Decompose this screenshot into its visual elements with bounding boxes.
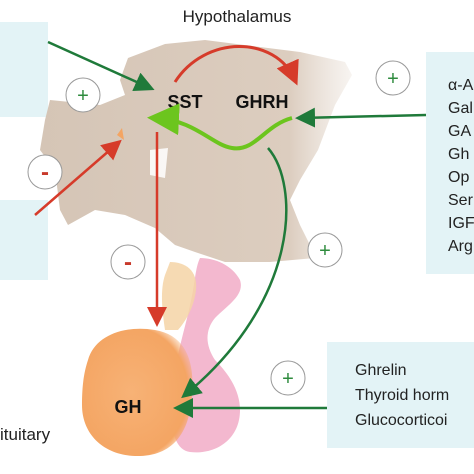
hypothalamus-shape <box>40 40 352 262</box>
plus-sign-left: + <box>65 77 101 113</box>
right-stimulus-to-ghrh-arrow <box>295 107 427 128</box>
right-item: Op <box>448 169 469 186</box>
left-inhibition-arrow <box>34 139 122 216</box>
notch <box>150 148 168 178</box>
bottom-item: Thyroid horm <box>355 387 449 404</box>
ghrh-sst-stimulation-arrow <box>147 103 293 151</box>
plus-sign-middle: + <box>307 232 343 268</box>
gh-label: GH <box>115 397 142 417</box>
right-item: Arg <box>448 238 473 255</box>
plus-symbol: + <box>387 68 399 90</box>
pituitary-anterior-lobe <box>82 328 193 457</box>
right-item: Gal <box>448 100 473 117</box>
bottom-stimulator-list: Ghrelin Thyroid horm Glucocorticoi <box>355 362 449 429</box>
plus-symbol: + <box>319 240 331 262</box>
bottom-stimulator-box <box>327 342 474 448</box>
right-item: GA <box>448 123 471 140</box>
right-item: α-A <box>448 77 474 94</box>
plus-symbol: + <box>282 368 294 390</box>
sst-label: SST <box>167 92 202 112</box>
left-top-box <box>0 22 48 117</box>
plus-sign-bottom: + <box>270 360 306 396</box>
hypothalamus-title: Hypothalamus <box>183 7 292 26</box>
right-item: Gh <box>448 146 469 163</box>
pituitary-label: ituitary <box>0 425 51 444</box>
left-stimulus-to-sst-arrow <box>47 40 155 91</box>
minus-sign-middle: - <box>110 244 146 280</box>
right-item: IGF <box>448 215 474 232</box>
right-item: Ser <box>448 192 474 209</box>
minus-symbol: - <box>124 249 132 276</box>
plus-symbol: + <box>77 85 89 107</box>
plus-sign-right: + <box>375 60 411 96</box>
pituitary-stalk <box>161 262 197 330</box>
ghrh-to-sst-inhibition-arrow <box>173 45 299 86</box>
ghrh-to-gh-arrow <box>181 147 288 399</box>
left-mid-box <box>0 200 48 280</box>
bottom-item: Glucocorticoi <box>355 412 447 429</box>
orange-spot <box>117 128 124 140</box>
minus-symbol: - <box>41 159 49 186</box>
right-stimulator-box <box>426 52 474 274</box>
minus-sign-left: - <box>27 154 63 190</box>
bottom-item: Ghrelin <box>355 362 407 379</box>
right-stimulator-list: α-A Gal GA Gh Op Ser IGF Arg <box>448 77 474 255</box>
ghrh-label: GHRH <box>236 92 289 112</box>
